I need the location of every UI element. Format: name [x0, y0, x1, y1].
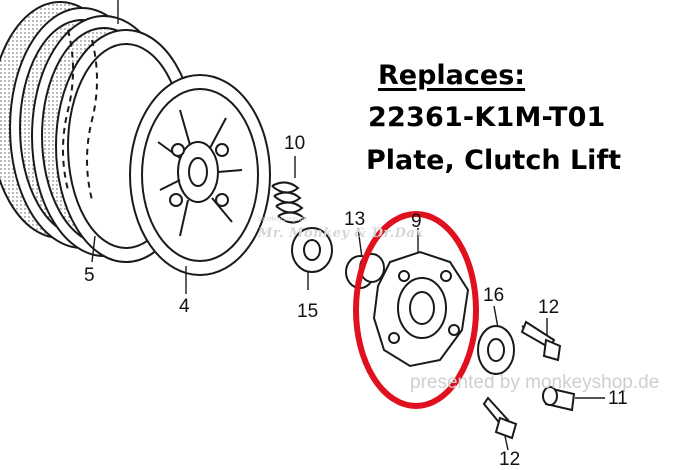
callout-16: 16 — [483, 285, 505, 306]
highlight-ring — [353, 211, 479, 409]
washer — [291, 227, 333, 273]
bearing — [477, 325, 515, 375]
callout-11: 11 — [608, 388, 628, 409]
watermark-presented: presented by monkeyshop.de — [410, 372, 660, 393]
callout-12-upper: 12 — [538, 297, 560, 318]
callout-13: 13 — [344, 209, 366, 230]
callout-12-lower: 12 — [499, 449, 521, 470]
replaces-heading: Replaces: — [378, 60, 526, 91]
callout-9: 9 — [411, 211, 422, 232]
callout-5: 5 — [84, 265, 95, 286]
callout-15: 15 — [297, 301, 319, 322]
clutch-pressure-plate — [129, 74, 271, 276]
flange-bolt-lower — [482, 396, 518, 440]
flange-bolt-upper — [520, 320, 562, 362]
replaced-part-description: Plate, Clutch Lift — [366, 145, 622, 176]
lifter-pin — [542, 386, 576, 412]
watermark-small: monkeyshop.de — [258, 216, 308, 223]
clutch-spring — [271, 181, 306, 224]
callout-10: 10 — [284, 133, 306, 154]
watermark-brand: Mr. Monkey & Dr.Dax — [258, 226, 424, 241]
replaced-part-number: 22361-K1M-T01 — [368, 102, 606, 133]
clutch-lift-plate — [372, 250, 470, 368]
callout-4: 4 — [179, 296, 190, 317]
